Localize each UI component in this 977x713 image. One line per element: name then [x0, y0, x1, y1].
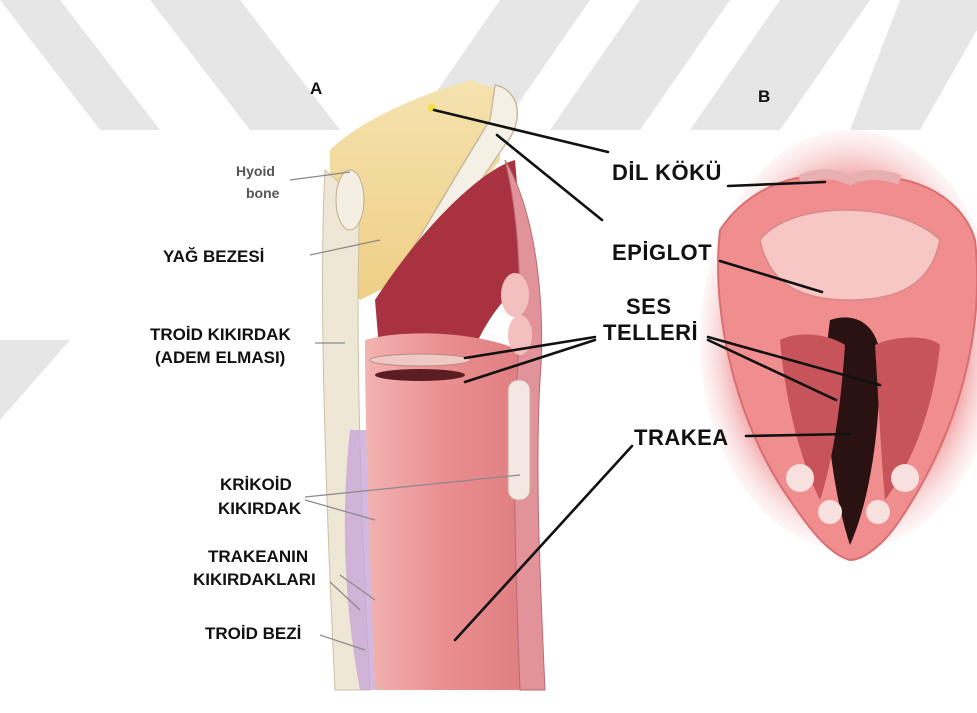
- label-troid-kikirdak-line1: TROİD KIKIRDAK: [150, 325, 291, 344]
- label-yag-bezesi: YAĞ BEZESİ: [163, 247, 264, 266]
- label-trakeanin-line2: KIKIRDAKLARI: [193, 570, 316, 589]
- trachea-tube: [365, 333, 520, 690]
- label-epiglot: EPİGLOT: [612, 240, 712, 265]
- panel-label-a: A: [310, 79, 322, 98]
- label-krikoid-line2: KIKIRDAK: [218, 499, 302, 518]
- label-krikoid-line1: KRİKOİD: [220, 475, 292, 494]
- vocal-fold-upper: [370, 354, 470, 366]
- label-ses-line2: TELLERİ: [603, 320, 698, 345]
- label-hyoid-bone-line2: bone: [246, 185, 280, 201]
- label-trakeanin-line1: TRAKEANIN: [208, 547, 308, 566]
- cartilage-nodule-4: [866, 500, 890, 524]
- label-trakea: TRAKEA: [634, 425, 729, 450]
- cartilage-nodule-1: [786, 464, 814, 492]
- laryngoscopic-view-illustration: [700, 130, 977, 560]
- hyoid-bone-shape: [336, 170, 364, 230]
- vocal-fold-slit: [375, 369, 465, 381]
- panel-label-b: B: [758, 87, 770, 106]
- arytenoid-bump-1: [501, 273, 529, 317]
- label-hyoid-bone-line1: Hyoid: [236, 163, 275, 179]
- cartilage-nodule-2: [891, 464, 919, 492]
- label-troid-kikirdak-line2: (ADEM ELMASI): [155, 348, 285, 367]
- cricoid-cartilage: [508, 380, 530, 500]
- label-ses-line1: SES: [626, 294, 672, 319]
- cartilage-nodule-3: [818, 500, 842, 524]
- label-troid-bezi: TROİD BEZİ: [205, 624, 301, 643]
- tongue-root-top-view: [800, 174, 900, 180]
- sagittal-section-illustration: [322, 80, 545, 690]
- label-dil-koku: DİL KÖKÜ: [612, 160, 722, 185]
